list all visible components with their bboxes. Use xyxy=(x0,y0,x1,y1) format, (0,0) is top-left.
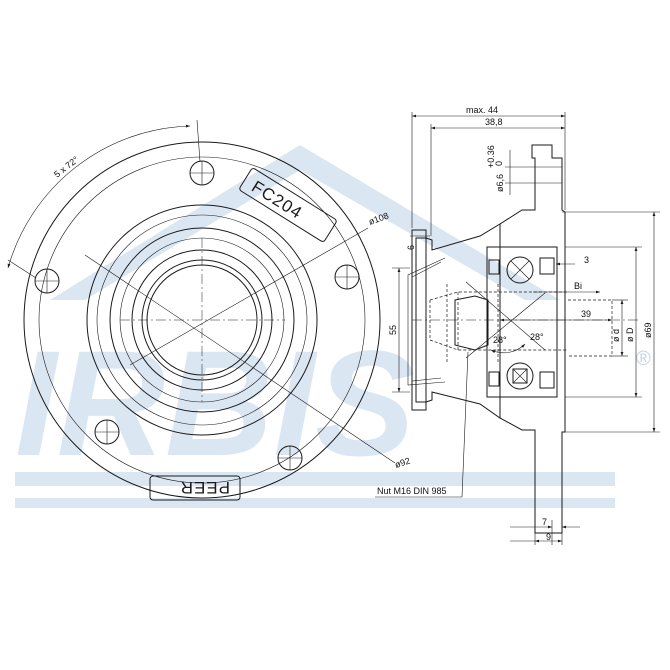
label-dim-3: 3 xyxy=(584,255,589,265)
seal-bottom xyxy=(512,368,528,384)
bolt-hole-3 xyxy=(277,445,303,471)
label-diameter-d: ø d xyxy=(611,329,621,342)
registered-mark: ® xyxy=(636,348,651,370)
label-hole-tol-lower: 0 xyxy=(494,161,504,166)
bolt-hole-4 xyxy=(94,419,120,445)
bolt-hole-1 xyxy=(189,160,215,186)
marking-peer: PEER xyxy=(180,478,230,497)
nut-m16 xyxy=(454,295,489,351)
bearing-ball-top xyxy=(506,256,534,284)
label-flange-offset: 6 xyxy=(406,245,416,250)
stub-axle xyxy=(429,291,568,351)
marking-fc204: FC204 xyxy=(248,177,306,223)
label-angle-right: 28° xyxy=(530,332,544,342)
hub-ring-3 xyxy=(109,227,295,413)
label-bore-height: 55 xyxy=(388,325,398,335)
label-max-width: max. 44 xyxy=(466,105,498,115)
seal-right-top xyxy=(539,257,555,275)
watermark-text: IRBIS xyxy=(15,319,415,487)
bolt-pattern-arc xyxy=(7,124,191,269)
label-dim-7: 7 xyxy=(542,517,547,527)
diagonal-leader-108 xyxy=(129,227,369,366)
diagonal-leader-92 xyxy=(84,254,396,464)
label-nut: Nut M16 DIN 985 xyxy=(377,486,447,496)
hub-ring-2 xyxy=(96,214,308,426)
hub-ring-1 xyxy=(86,204,318,436)
section-view: 28° 28° max. 44 38,8 ø6,6 +0.36 0 6 55 3… xyxy=(375,105,660,545)
watermark-roof xyxy=(50,145,560,300)
seal-right-bottom xyxy=(539,371,555,389)
label-bolt-circle: ø108 xyxy=(367,210,390,226)
bearing-outer-ring xyxy=(486,246,558,398)
marking-plate-bottom: PEER xyxy=(149,475,241,501)
bearing-ball-bottom xyxy=(506,362,534,390)
seal-left-bottom xyxy=(488,371,500,387)
flange-outer-circle xyxy=(23,141,381,499)
label-width: 38,8 xyxy=(485,117,503,127)
seal-left-top xyxy=(488,259,500,275)
label-bi: Bi xyxy=(574,281,582,291)
watermark-underline-2 xyxy=(15,498,615,508)
watermark: IRBIS ® xyxy=(15,145,651,508)
bolt-hole-5 xyxy=(34,268,60,294)
label-pilot-diameter: ø92 xyxy=(394,456,412,470)
nut-leader xyxy=(375,351,469,498)
label-angle-left: 28° xyxy=(493,335,507,345)
bolt-hole-2 xyxy=(334,264,360,290)
label-hole-tol-upper: +0.36 xyxy=(486,145,496,168)
hub-section xyxy=(425,223,501,419)
flange-inner-edge xyxy=(38,156,366,484)
label-dim-39: 39 xyxy=(581,309,591,319)
label-dim-9: 9 xyxy=(546,532,551,542)
label-outer-diameter: ø69 xyxy=(643,322,653,338)
label-hole: ø6,6 xyxy=(495,174,505,192)
watermark-underline xyxy=(15,472,615,486)
label-diameter-D: ø D xyxy=(625,327,635,342)
dust-cover xyxy=(411,229,427,411)
